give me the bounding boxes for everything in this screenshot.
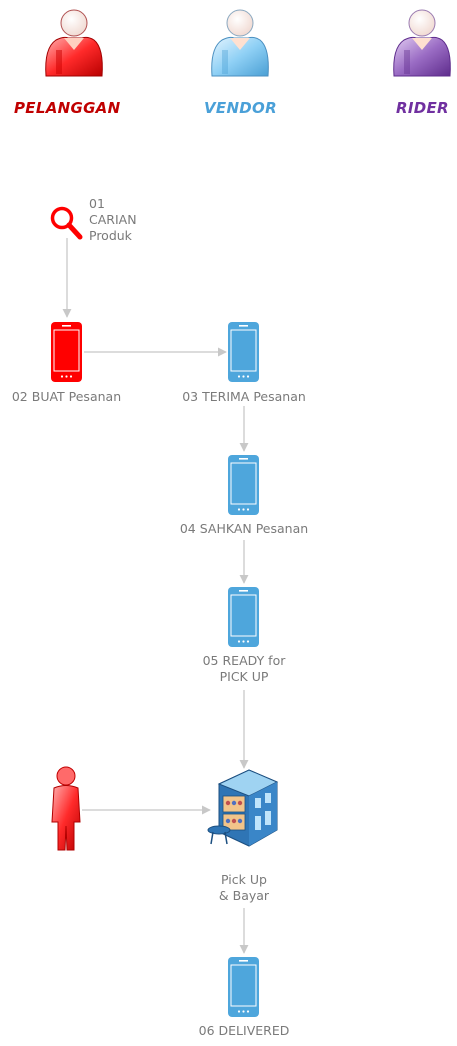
magnifier-icon	[50, 206, 83, 240]
step-pickup-label: Pick Up & Bayar	[194, 872, 294, 904]
step-ready-line2: PICK UP	[219, 669, 269, 684]
step-delivered-label: 06 DELIVERED	[198, 1023, 290, 1038]
phone-blue-icon	[228, 322, 259, 382]
customer-person-icon	[51, 766, 81, 851]
phone-blue-icon	[228, 957, 259, 1017]
step-ready-label: 05 READY for PICK UP	[184, 653, 304, 685]
connector-lines	[62, 238, 249, 954]
phone-red-icon	[51, 322, 82, 382]
person-purple-icon	[393, 9, 451, 77]
person-blue-icon	[211, 9, 269, 77]
phone-blue-icon	[228, 587, 259, 647]
step-ready-line1: 05 READY for	[202, 653, 286, 668]
step-search-line2: Produk	[89, 228, 132, 243]
step-buat-label: 02 BUAT Pesanan	[11, 389, 122, 404]
step-search-number: 01	[89, 196, 105, 211]
store-building-icon	[207, 769, 279, 847]
step-pickup-line1: Pick Up	[221, 872, 267, 887]
phone-blue-icon	[228, 455, 259, 515]
person-red-icon	[45, 9, 103, 77]
step-sahkan-label: 04 SAHKAN Pesanan	[179, 521, 309, 536]
role-label-vendor: VENDOR	[204, 99, 277, 117]
role-label-rider: RIDER	[396, 99, 449, 117]
step-search-line1: CARIAN	[89, 212, 137, 227]
step-terima-label: 03 TERIMA Pesanan	[182, 389, 306, 404]
step-pickup-line2: & Bayar	[218, 888, 270, 903]
role-label-pelanggan: PELANGGAN	[14, 99, 121, 117]
step-search-label: 01 CARIAN Produk	[89, 196, 137, 244]
